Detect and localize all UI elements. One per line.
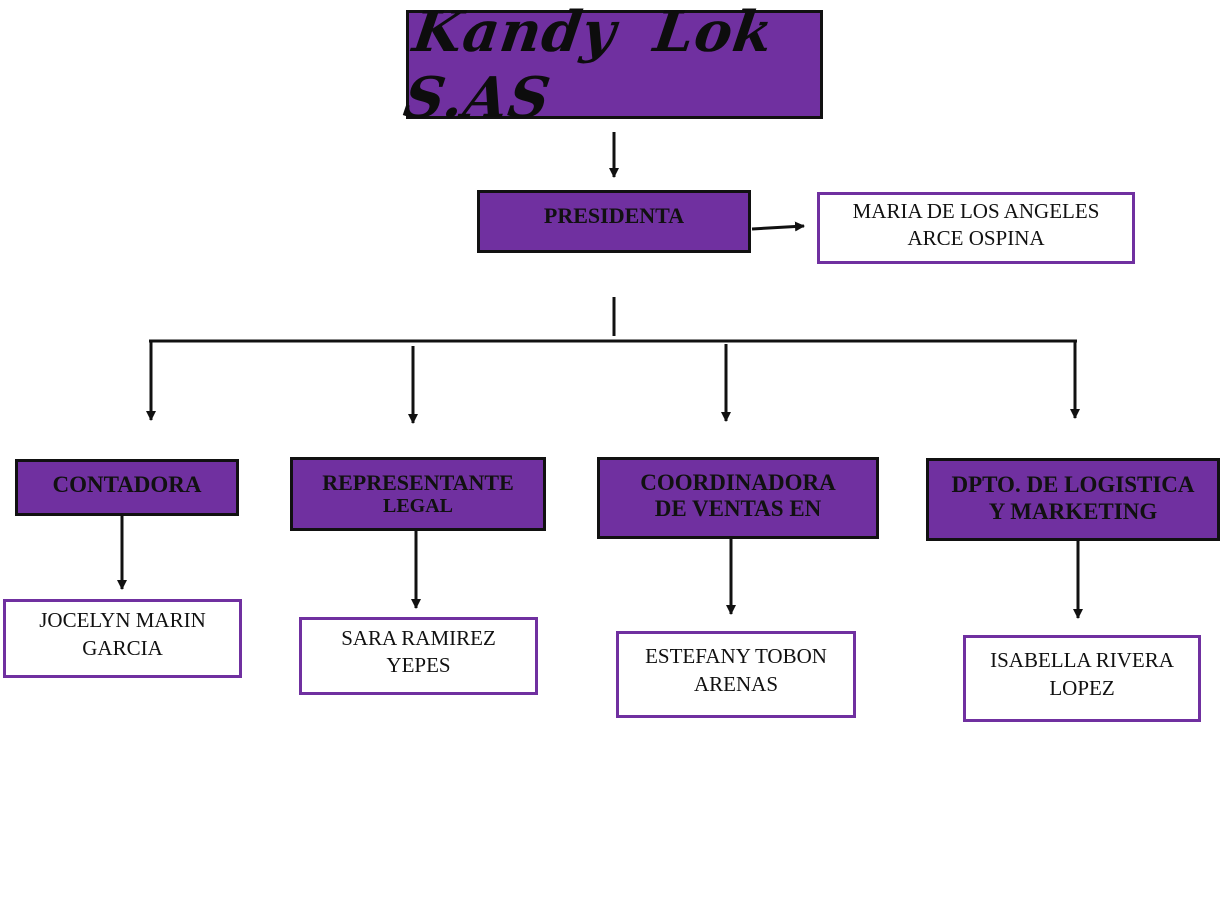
logistica-person-box: ISABELLA RIVERA LOPEZ (963, 635, 1201, 722)
presidenta-person-line-2: ARCE OSPINA (907, 226, 1045, 250)
logistica-title-line-2: Y MARKETING (988, 498, 1158, 524)
presidenta-title: PRESIDENTA (543, 202, 685, 228)
coordinadora-box: COORDINADORA DE VENTAS EN (597, 457, 879, 539)
coordinadora-person-line-2: ARENAS (693, 671, 778, 696)
logistica-box: DPTO. DE LOGISTICA Y MARKETING (926, 458, 1220, 541)
contadora-person-line-2: GARCIA (82, 635, 163, 660)
company-title-box: Kandy Lok S.AS (400, 0, 823, 131)
coordinadora-title-line-1: COORDINADORA (640, 469, 836, 495)
arrow-presidenta-to-person (751, 221, 805, 232)
representante-person-box: SARA RAMIREZ YEPES (299, 617, 538, 695)
coordinadora-person-line-1: ESTEFANY TOBON (645, 644, 827, 669)
contadora-person-box: JOCELYN MARIN GARCIA (3, 599, 242, 678)
logistica-person-line-2: LOPEZ (1049, 675, 1115, 700)
representante-person-line-2: YEPES (386, 653, 451, 677)
contadora-box: CONTADORA (15, 459, 239, 516)
representante-title-line-2: LEGAL (382, 495, 454, 518)
presidenta-person-box: MARIA DE LOS ANGELES ARCE OSPINA (817, 192, 1135, 264)
presidenta-person-line-1: MARIA DE LOS ANGELES (852, 198, 1100, 223)
logistica-title-line-1: DPTO. DE LOGISTICA (951, 472, 1195, 498)
company-title: Kandy Lok S.AS (399, 0, 778, 131)
presidenta-box: PRESIDENTA (477, 190, 751, 253)
representante-person-line-1: SARA RAMIREZ (341, 625, 496, 650)
representante-title-line-1: REPRESENTANTE (322, 469, 514, 495)
contadora-title-line-1: CONTADORA (52, 472, 202, 498)
logistica-person-line-1: ISABELLA RIVERA (990, 648, 1174, 673)
representante-box: REPRESENTANTE LEGAL (290, 457, 546, 531)
contadora-person-line-1: JOCELYN MARIN (39, 608, 206, 633)
coordinadora-title-line-2: DE VENTAS EN (654, 496, 822, 521)
coordinadora-person-box: ESTEFANY TOBON ARENAS (616, 631, 856, 718)
